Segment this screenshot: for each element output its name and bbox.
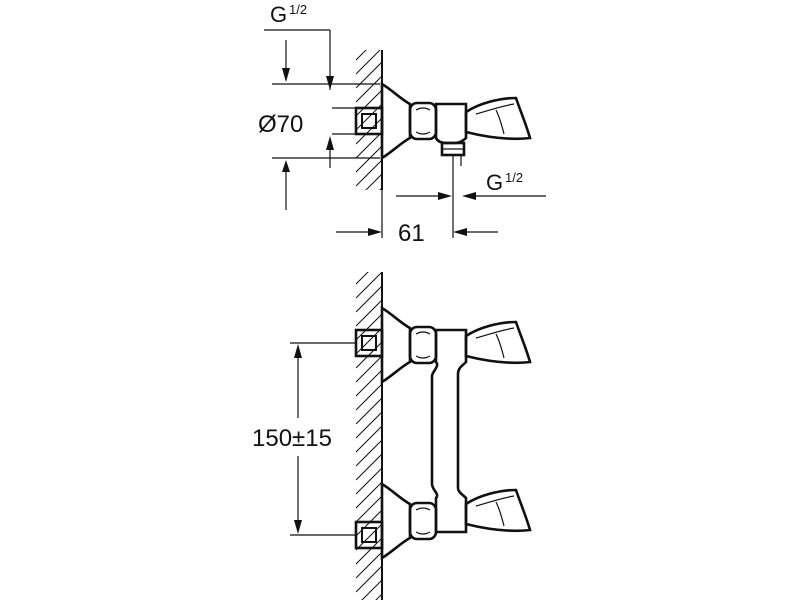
thread-top-fraction: 1/2 <box>289 2 307 17</box>
thread-side-fraction: 1/2 <box>505 170 523 185</box>
dim-thread-top: G 1/2 <box>264 2 334 90</box>
spacing-label: 150±15 <box>252 425 332 452</box>
diameter-label: Ø70 <box>258 111 303 138</box>
dim-diameter: Ø70 <box>258 83 380 210</box>
dim-thread-side: G 1/2 <box>396 166 546 238</box>
handle-lower <box>464 488 532 533</box>
dim-projection: 61 <box>336 190 498 247</box>
wall-hatch-top <box>356 50 382 190</box>
handle-upper <box>464 320 532 365</box>
top-view: G 1/2 Ø70 G 1/2 <box>258 2 546 247</box>
thread-top-label: G <box>270 2 287 27</box>
dim-spacing: 150±15 <box>252 342 356 536</box>
wall-hatch-bottom <box>356 272 382 600</box>
valve-body-vertical <box>430 328 468 534</box>
front-view: 150±15 <box>252 272 532 600</box>
projection-label: 61 <box>398 220 425 247</box>
outlet-top <box>440 141 466 166</box>
nut-top <box>408 101 438 141</box>
handle-top <box>464 96 532 141</box>
upper-inlet <box>354 305 438 385</box>
lower-inlet <box>354 481 438 561</box>
thread-side-label: G <box>486 170 503 195</box>
valve-body-top <box>434 102 468 145</box>
rosette-top <box>380 81 412 161</box>
